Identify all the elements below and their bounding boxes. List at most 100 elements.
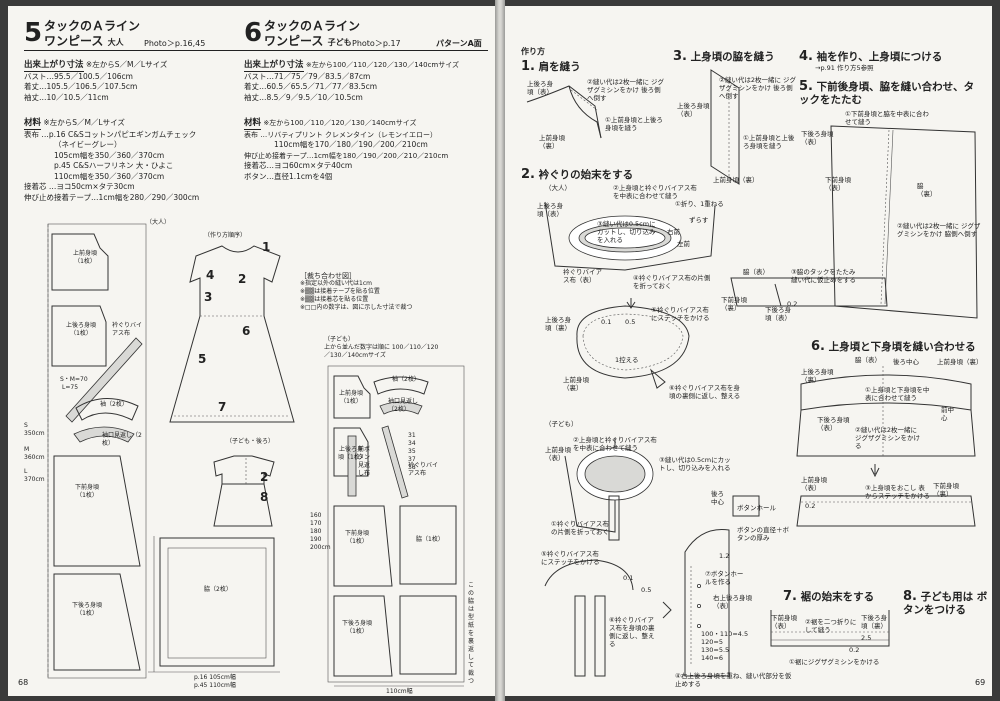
s3-note-1: ①上前身頃と上後ろ身頃を縫う: [743, 134, 795, 150]
left-page: 5 タックのＡライン ワンピース 大人 Photo＞p.16,45 6 タックの…: [8, 6, 495, 696]
step-2-child-diagram: [544, 438, 760, 677]
child-back-label: （子ども・後ろ）: [226, 438, 275, 445]
s2c-label-button-size: ボタンの直径＋ボタンの厚み: [737, 526, 789, 542]
size-sm: S・M=70: [60, 376, 88, 383]
s5-note-2: ②縫い代は2枚一緒に ジグザグミシンをかけ 脇側へ倒す: [897, 222, 981, 238]
step-6-title: 6. 上身頃と下身頃を縫い合わせる: [811, 339, 976, 354]
pattern-number-6: 6: [244, 18, 263, 48]
s5-label-side: 脇（裏）: [917, 182, 937, 198]
piece-upper-front: 上前身頃（1枚）: [72, 250, 97, 265]
s2-margin-05: 0.5: [625, 318, 636, 326]
step-5-diagram: [730, 125, 978, 319]
s2-label-fold: ①折り、1重ねる: [675, 200, 724, 208]
s5-label-front: 下前身頃（表）: [825, 176, 851, 192]
book-gutter: [495, 0, 505, 701]
s2-note-4: ④衿ぐりバイアス布の片側を折っておく: [633, 274, 711, 290]
child-piece-side: 脇（1枚）: [416, 536, 444, 543]
child-num-8: 8: [260, 490, 269, 504]
child-piece-facing: 袖口見返し（2枚）: [388, 398, 419, 413]
child-piece-upper-front: 上前身頃（1枚）: [338, 390, 363, 405]
step-4-ref: →p.91 作り方5参照: [815, 64, 874, 72]
child-num-2: 2: [260, 470, 269, 484]
child-cutting-diagram: [327, 365, 465, 687]
s5-note-3: ③脇のタックをたたみ縫い代に仮止めをする: [791, 268, 856, 284]
finished-size-6: 出来上がり寸法 ※左から100／110／120／130／140cmサイズ バスト…: [244, 60, 460, 102]
s7-margin-25: 2.5: [861, 634, 872, 642]
s6-label-front-center: 前中心: [941, 406, 954, 422]
order-num-4: 4: [206, 268, 215, 282]
pattern-sheet-badge: パターンA面: [436, 39, 482, 48]
s2-note-5: ⑤衿ぐりバイアス布にステッチをかける: [651, 306, 710, 322]
child-fabric-width: 110cm幅: [386, 688, 413, 695]
piece-sleeve-facing: 袖口見返し（2枚）: [102, 432, 142, 447]
adult-cutting-diagram: [47, 223, 280, 679]
s6-note-3: ③上身頃をおこし 表からステッチをかける: [865, 484, 930, 500]
adult-layout-label: （大人）: [146, 219, 171, 226]
s5-label-back-surface: 下後ろ身頃（表）: [765, 306, 791, 322]
s2c-margin-01: 0.1: [623, 574, 634, 582]
sewing-order-dress: [169, 245, 295, 527]
page-number-left: 68: [18, 678, 29, 687]
materials-6: 材料 ※左から100／110／120／130／140cmサイズ 表布 …リバティ…: [244, 118, 449, 181]
s1-label-back: 上後ろ身頃（表）: [527, 80, 553, 96]
fabric-width-16: p.16 105cm幅: [194, 674, 236, 681]
s3-label-back: 上後ろ身頃（表）: [677, 102, 710, 118]
piece-bias-strip: 衿ぐりバイアス布: [112, 322, 143, 337]
s2c-label-buttonhole: ボタンホール: [737, 504, 776, 512]
step-1-diagram: [526, 85, 602, 139]
child-piece-upper-back: 上後ろ身頃（1枚）: [338, 446, 366, 461]
step-1-title: 1. 肩を縫う: [521, 59, 581, 74]
s6-note-2: ②縫い代は2枚一緒に ジグザグミシンをかける: [855, 426, 920, 450]
materials-5: 材料 ※左からS／M／Lサイズ 表布 …p.16 C&Sコットンパピエギンガムチ…: [24, 118, 200, 202]
piece-side: 脇（2枚）: [204, 586, 232, 593]
s6-label-upper-front: 上前身頃（裏）: [937, 358, 983, 366]
s2-note-2: ②上身頃と衿ぐりバイアス布を中表に合わせて縫う: [613, 184, 697, 200]
step-2-child: （子ども）: [545, 420, 578, 428]
child-piece-button-facing: 前ボタン見返し布: [358, 446, 371, 477]
order-num-2: 2: [238, 272, 247, 286]
right-page: 作り方 1. 肩を縫う 上後ろ身頃（表） 上前身頃（裏） ②縫い代は2枚一緒に …: [505, 6, 992, 696]
length-l: L 370cm: [24, 468, 45, 483]
length-s: S 350cm: [24, 422, 45, 437]
s7-note-2: ②裾を二つ折りにして縫う: [805, 618, 857, 634]
s7-label-front: 下前身頃（表）: [771, 614, 797, 630]
s6-label-lower-back: 下後ろ身頃（表）: [817, 416, 850, 432]
instructions-header: 作り方: [521, 47, 545, 56]
step-2-adult-diagram: [544, 201, 716, 389]
s2-label-bias: 衿ぐりバイアス布（表）: [563, 268, 602, 284]
child-layout-note: 上から並んだ数字は順に 100／110／120／130／140cmサイズ: [324, 344, 439, 359]
s2-margin-01: 0.1: [601, 318, 612, 326]
fabric-width-45: p.45 110cm幅: [194, 682, 236, 689]
s1-label-front: 上前身頃（裏）: [539, 134, 565, 150]
s2-label-right-front: 右前: [667, 228, 680, 236]
child-piece-lower-back: 下後ろ身頃（1枚）: [342, 620, 373, 635]
finished-size-5: 出来上がり寸法 ※左からS／M／Lサイズ バスト…95.5／100.5／106c…: [24, 60, 168, 102]
s2c-label-right-back: 右上後ろ身頃（表）: [713, 594, 752, 610]
s5-label-front-back: 下前身頃（裏）: [721, 296, 747, 312]
child-piece-lower-front: 下前身頃（1枚）: [344, 530, 369, 545]
s6-label-upper-front-face: 上前身頃（表）: [801, 476, 827, 492]
order-num-5: 5: [198, 352, 207, 366]
s5-margin: 0.2: [787, 300, 798, 308]
s2-label-shift: ずらす: [689, 216, 709, 224]
header-rule: [24, 50, 488, 51]
s5-label-back: 下後ろ身頃（表）: [801, 130, 834, 146]
photo-ref-5: Photo＞p.16,45: [144, 39, 206, 48]
size-l: L=75: [62, 384, 79, 391]
s2c-note-6: ⑥衿ぐりバイアス布を身頃の裏側に返し、整える: [609, 616, 655, 648]
s2c-note-3: ③縫い代は0.5cmにカットし、切り込みを入れる: [659, 456, 731, 472]
s2-note-3: ③縫い代は0.5cmにカットし、切り込みを入れる: [597, 220, 656, 244]
step-3-title: 3. 上身頃の脇を縫う: [673, 49, 775, 64]
piece-lower-back: 下後ろ身頃（1枚）: [72, 602, 103, 617]
sewing-order-label: （作り方順序）: [204, 232, 247, 239]
s2c-margin-05: 0.5: [641, 586, 652, 594]
s2-label-back: 上後ろ身頃（表）: [537, 202, 563, 218]
step-8-title: 8. 子ども用は ボタンをつける: [903, 589, 988, 616]
s7-margin-02: 0.2: [849, 646, 860, 654]
s6-label-side: 脇（表）: [855, 356, 881, 364]
step-7-title: 7. 裾の始末をする: [783, 589, 875, 604]
s2-label-left-front: 左前: [677, 240, 690, 248]
s2c-note-4: ④右上後ろ身頃を重ね、縫い代部分を仮止めする: [675, 672, 792, 688]
photo-ref-6: Photo＞p.17: [352, 39, 401, 48]
